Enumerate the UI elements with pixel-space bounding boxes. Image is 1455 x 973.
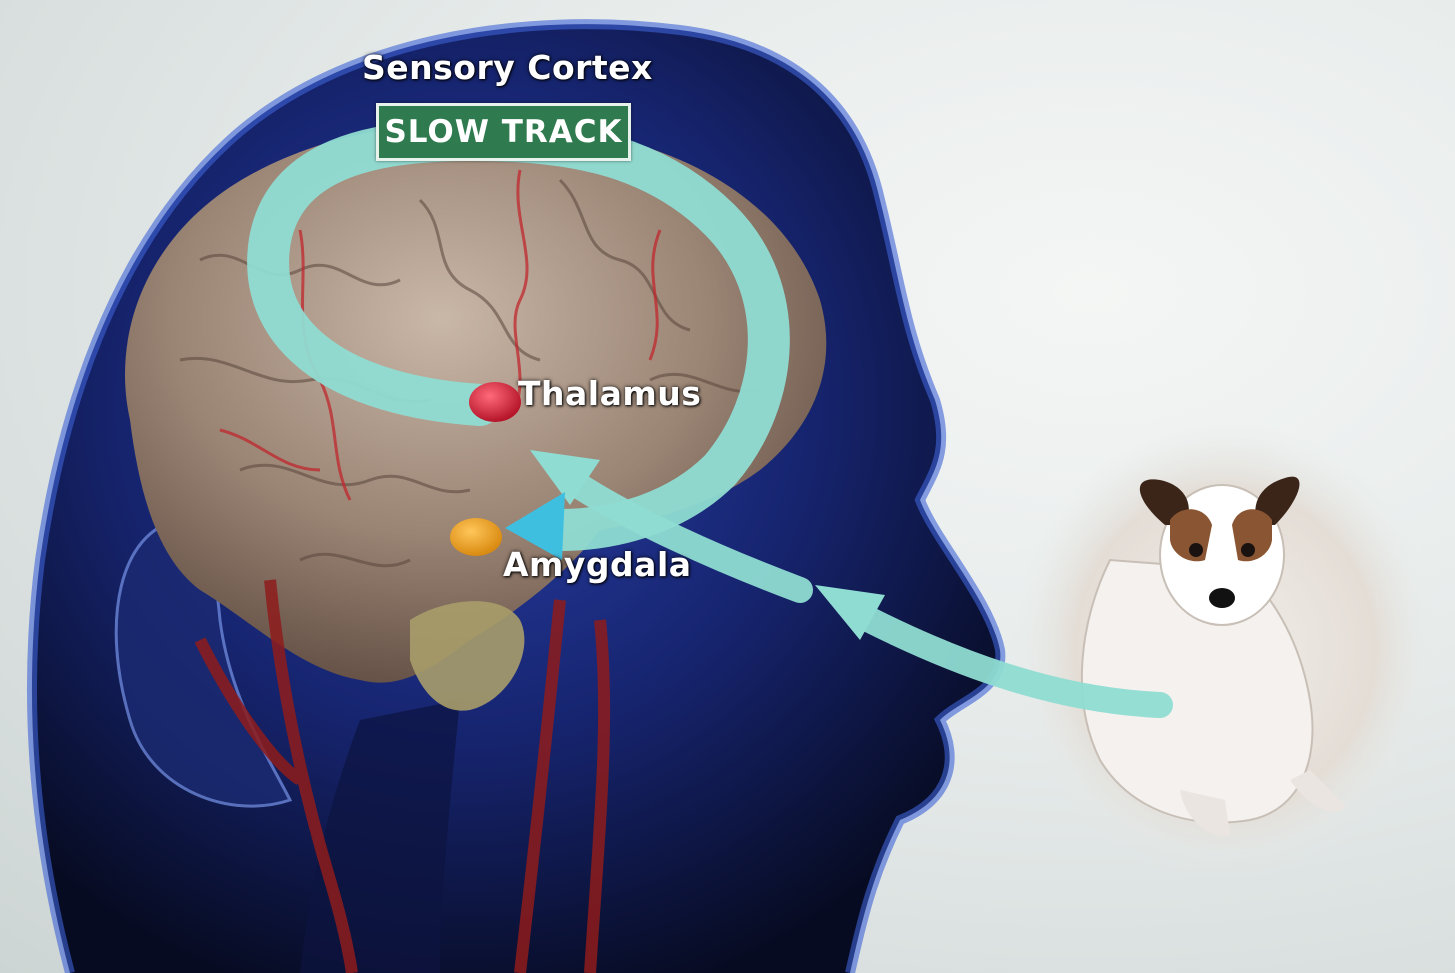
- amygdala-node: [450, 518, 502, 556]
- sensory-cortex-label: Sensory Cortex: [362, 48, 653, 87]
- dog-icon: [1010, 420, 1440, 880]
- thalamus-node: [469, 382, 521, 422]
- thalamus-label: Thalamus: [518, 374, 701, 413]
- amygdala-label: Amygdala: [503, 545, 692, 584]
- slow-track-sign: SLOW TRACK: [376, 103, 631, 161]
